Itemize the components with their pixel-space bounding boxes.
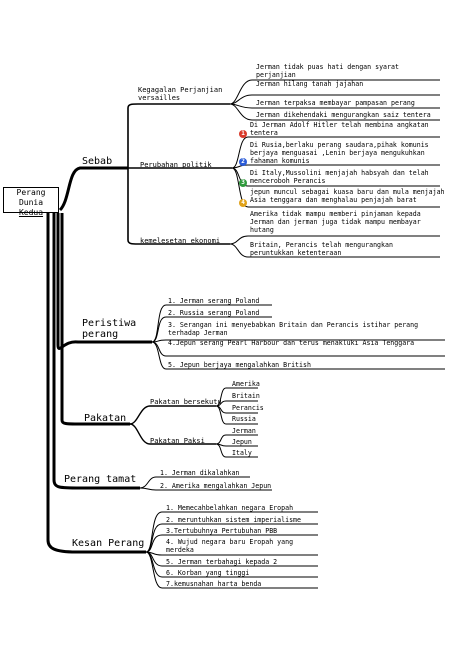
tamat-item-1: 1. Jerman dikalahkan bbox=[160, 469, 240, 477]
badge-number: 3 bbox=[241, 179, 245, 186]
number-badge-1: 1 bbox=[239, 130, 247, 138]
badge-number: 4 bbox=[241, 199, 245, 206]
peristiwa-item-5: 5. Jepun berjaya mengalahkan British bbox=[168, 361, 311, 369]
versailles-item-2: Jerman hilang tanah jajahan bbox=[256, 80, 364, 88]
paksi-item-1: Jerman bbox=[232, 427, 256, 435]
versailles-item-4: Jerman dikehendaki mengurangkan saiz ten… bbox=[256, 111, 431, 119]
bersekutu-item-1: Amerika bbox=[232, 380, 260, 388]
root-title-line2: Kedua bbox=[18, 208, 44, 217]
badge-number: 1 bbox=[241, 130, 245, 137]
kesan-item-2: 2. meruntuhkan sistem imperialisme bbox=[166, 516, 301, 524]
politik-item-1: Di Jerman Adolf Hitler telah membina ang… bbox=[250, 121, 429, 137]
group-ekonomi-label[interactable]: kemelesetan ekonomi bbox=[140, 237, 221, 245]
kesan-item-4: 4. Wujud negara baru Eropah yang merdeka bbox=[166, 538, 294, 554]
versailles-item-3: Jerman terpaksa membayar pampasan perang bbox=[256, 99, 415, 107]
branch-kesan-label[interactable]: Kesan Perang bbox=[72, 538, 145, 549]
number-badge-3: 3 bbox=[239, 179, 247, 187]
root-node[interactable]: Perang Dunia Kedua bbox=[3, 187, 59, 217]
peristiwa-item-1: 1. Jerman serang Poland bbox=[168, 297, 260, 305]
tamat-item-2: 2. Amerika mengalahkan Jepun bbox=[160, 482, 272, 490]
politik-item-4: jepun muncul sebagai kuasa baru dan mula… bbox=[250, 188, 445, 204]
politik-item-3: Di Italy,Mussolini menjajah habsyah dan … bbox=[250, 169, 429, 185]
bersekutu-item-4: Russia bbox=[232, 415, 256, 423]
bersekutu-item-3: Perancis bbox=[232, 404, 264, 412]
peristiwa-item-4: 4.Jepun serang Pearl Harbour dan terus m… bbox=[168, 339, 415, 347]
versailles-item-1: Jerman tidak puas hati dengan syarat per… bbox=[256, 63, 399, 79]
kesan-item-5: 5. Jerman terbahagi kepada 2 bbox=[166, 558, 278, 566]
group-versailles-label[interactable]: Kegagalan Perjanjian versailles bbox=[138, 86, 223, 102]
ekonomi-item-1: Amerika tidak mampu memberi pinjaman kep… bbox=[250, 210, 421, 234]
branch-pakatan-label[interactable]: Pakatan bbox=[84, 413, 127, 424]
paksi-item-3: Italy bbox=[232, 449, 252, 457]
root-title-line1: Perang Dunia bbox=[16, 188, 46, 207]
kesan-item-3: 3.Tertubuhnya Pertubuhan PBB bbox=[166, 527, 278, 535]
ekonomi-item-2: Britain, Perancis telah mengurangkan per… bbox=[250, 241, 393, 257]
kesan-item-7: 7.kemusnahan harta benda bbox=[166, 580, 262, 588]
peristiwa-item-3: 3. Serangan ini menyebabkan Britain dan … bbox=[168, 321, 419, 337]
branch-tamat-label[interactable]: Perang tamat bbox=[64, 474, 137, 485]
branch-peristiwa-label[interactable]: Peristiwa perang bbox=[82, 318, 137, 340]
peristiwa-item-2: 2. Russia serang Poland bbox=[168, 309, 260, 317]
kesan-item-6: 6. Korban yang tinggi bbox=[166, 569, 250, 577]
pakatan-paksi-label[interactable]: Pakatan Paksi bbox=[150, 437, 205, 445]
badge-number: 2 bbox=[241, 158, 245, 165]
group-politik-label[interactable]: Perubahan politik bbox=[140, 161, 212, 169]
pakatan-bersekutu-label[interactable]: Pakatan bersekutu bbox=[150, 398, 222, 406]
number-badge-4: 4 bbox=[239, 199, 247, 207]
bersekutu-item-2: Britain bbox=[232, 392, 260, 400]
branch-sebab-label[interactable]: Sebab bbox=[82, 156, 113, 167]
paksi-item-2: Jepun bbox=[232, 438, 252, 446]
number-badge-2: 2 bbox=[239, 158, 247, 166]
politik-item-2: Di Rusia,berlaku perang saudara,pihak ko… bbox=[250, 141, 429, 165]
kesan-item-1: 1. Memecahbelahkan negara Eropah bbox=[166, 504, 294, 512]
